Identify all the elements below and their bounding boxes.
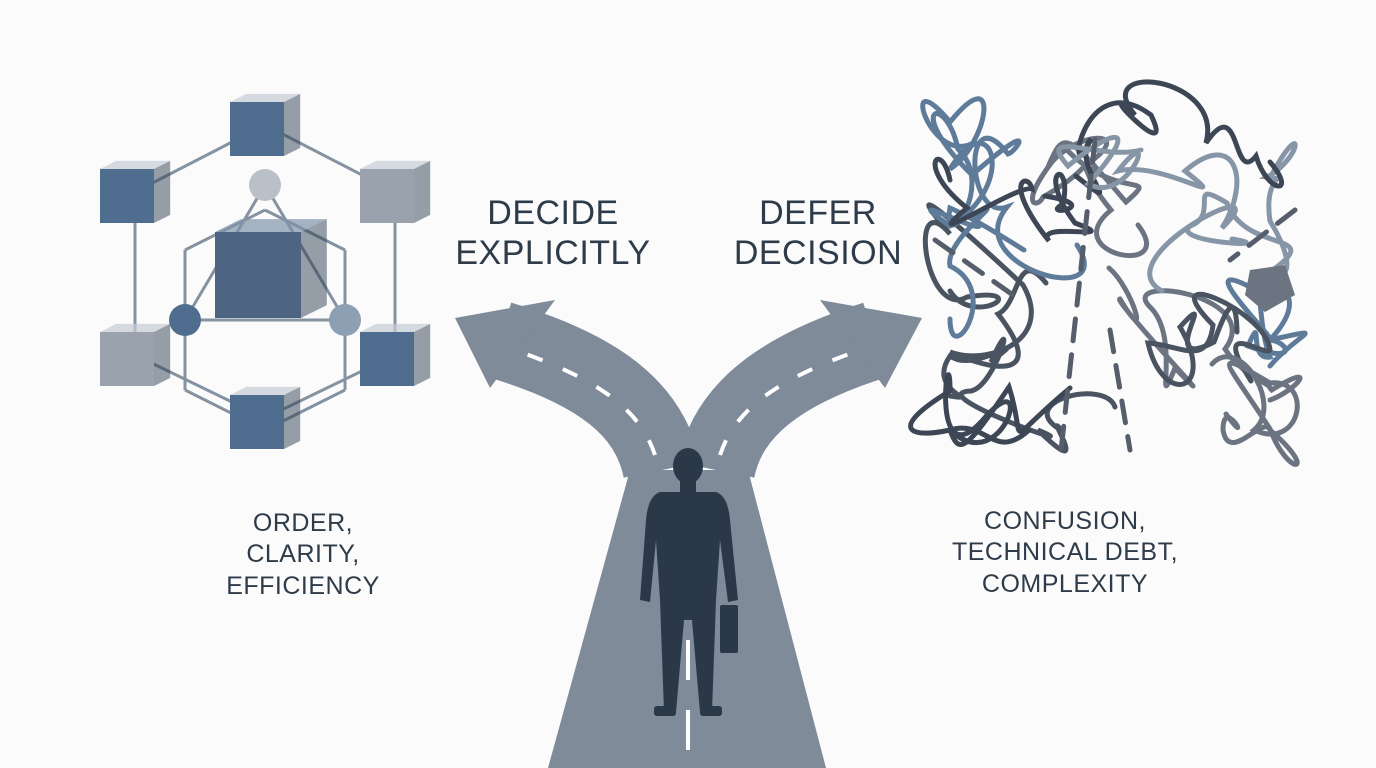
left-outcomes: ORDER, CLARITY, EFFICIENCY: [153, 508, 453, 602]
broken-line: [1057, 137, 1098, 463]
tangle-strand: [1056, 135, 1240, 294]
tangle-strand: [908, 372, 1073, 447]
tangle-strand: [1144, 291, 1273, 387]
outcome-line: TECHNICAL DEBT,: [951, 538, 1179, 567]
node-circle: [249, 169, 281, 201]
ordered-cube-network: [100, 93, 431, 449]
tangled-mess: [908, 79, 1308, 467]
cube-icon: [100, 160, 171, 223]
cube-icon: [215, 219, 327, 318]
outcome-line: ORDER,: [252, 509, 354, 537]
businessman-figure: [640, 448, 738, 716]
tangle-strand: [1225, 277, 1308, 369]
broken-line: [1107, 327, 1133, 453]
outcome-line: CONFUSION,: [984, 507, 1146, 535]
tangle-strand: [932, 156, 1094, 243]
tangle-strand: [922, 202, 1049, 369]
cube-icon: [100, 323, 171, 386]
road-left-arm: [488, 302, 701, 480]
cube-icon: [360, 160, 431, 223]
outcome-line: CLARITY,: [246, 540, 360, 569]
cube-icon: [230, 386, 301, 449]
arrowhead-right: [820, 300, 922, 388]
briefcase-icon: [720, 605, 738, 653]
tangle-strand: [1185, 141, 1298, 279]
title-line: DECIDE: [487, 194, 619, 232]
title-line: EXPLICITLY: [455, 234, 651, 273]
cube-icon: [230, 93, 301, 156]
broken-line: [1227, 207, 1298, 263]
node-circle: [169, 304, 201, 336]
road-right-arm: [677, 302, 888, 480]
title-line: DEFER: [759, 194, 877, 232]
tangle-strand: [1106, 265, 1303, 403]
right-outcomes: CONFUSION, TECHNICAL DEBT, COMPLEXITY: [915, 506, 1215, 600]
defer-decision-title: DEFER DECISION: [688, 193, 948, 273]
tangle-strand: [1209, 354, 1300, 467]
arrowhead-left: [455, 300, 555, 388]
cube-icon: [360, 323, 431, 386]
outcome-line: EFFICIENCY: [226, 571, 380, 600]
broken-shape-icon: [1245, 265, 1295, 312]
outcome-line: COMPLEXITY: [981, 569, 1149, 598]
decide-explicitly-title: DECIDE EXPLICITLY: [423, 193, 683, 273]
tangle-strand: [1073, 79, 1284, 196]
node-circle: [329, 304, 361, 336]
broken-line: [932, 237, 1023, 303]
title-line: DECISION: [733, 234, 903, 273]
